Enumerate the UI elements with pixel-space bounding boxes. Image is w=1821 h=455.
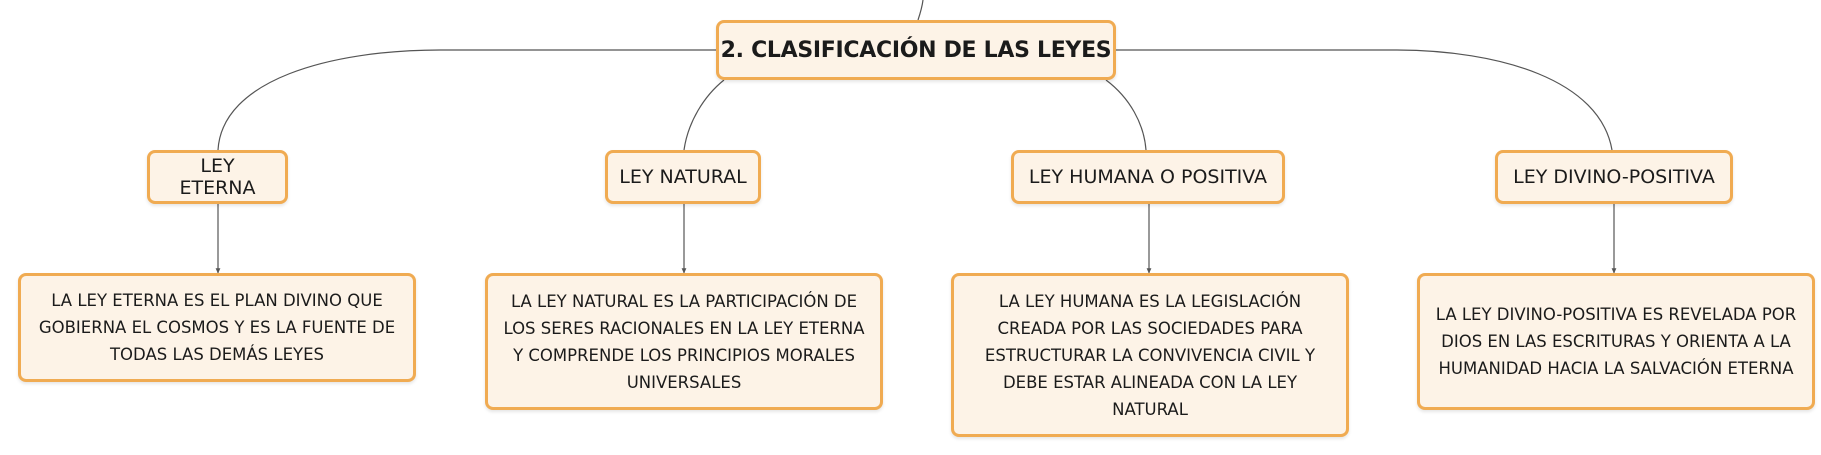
topic-label-ley-humana: LEY HUMANA O POSITIVA (1028, 166, 1268, 188)
connector-root-to-ley-natural (683, 79, 725, 151)
detail-text-ley-humana: LA LEY HUMANA ES LA LEGISLACIÓN CREADA P… (984, 291, 1316, 419)
topic-node-ley-natural[interactable]: LEY NATURAL (605, 150, 761, 204)
topic-node-ley-divino-positiva[interactable]: LEY DIVINO-POSITIVA (1495, 150, 1733, 204)
root-topic-node[interactable]: 2. CLASIFICACIÓN DE LAS LEYES (716, 20, 1116, 80)
connector-root-to-ley-eterna (217, 49, 716, 151)
detail-node-ley-humana[interactable]: LA LEY HUMANA ES LA LEGISLACIÓN CREADA P… (951, 273, 1349, 437)
detail-node-ley-natural[interactable]: LA LEY NATURAL ES LA PARTICIPACIÓN DE LO… (485, 273, 883, 410)
detail-node-ley-divino-positiva[interactable]: LA LEY DIVINO-POSITIVA ES REVELADA POR D… (1417, 273, 1815, 410)
connector-root-to-ley-divino-positiva (1116, 49, 1613, 151)
root-topic-label: 2. CLASIFICACIÓN DE LAS LEYES (720, 37, 1112, 63)
topic-node-ley-humana[interactable]: LEY HUMANA O POSITIVA (1011, 150, 1285, 204)
detail-text-ley-natural: LA LEY NATURAL ES LA PARTICIPACIÓN DE LO… (503, 291, 865, 392)
detail-text-ley-divino-positiva: LA LEY DIVINO-POSITIVA ES REVELADA POR D… (1435, 305, 1797, 378)
topic-label-ley-eterna: LEY ETERNA (179, 155, 256, 199)
detail-node-ley-eterna[interactable]: LA LEY ETERNA ES EL PLAN DIVINO QUE GOBI… (18, 273, 416, 382)
topic-node-ley-eterna[interactable]: LEY ETERNA (147, 150, 288, 204)
connector-root-to-ley-humana (1105, 79, 1147, 151)
topic-label-ley-divino-positiva: LEY DIVINO-POSITIVA (1513, 166, 1715, 188)
detail-text-ley-eterna: LA LEY ETERNA ES EL PLAN DIVINO QUE GOBI… (38, 291, 396, 364)
incoming-connector (917, 0, 924, 21)
topic-label-ley-natural: LEY NATURAL (619, 166, 747, 188)
